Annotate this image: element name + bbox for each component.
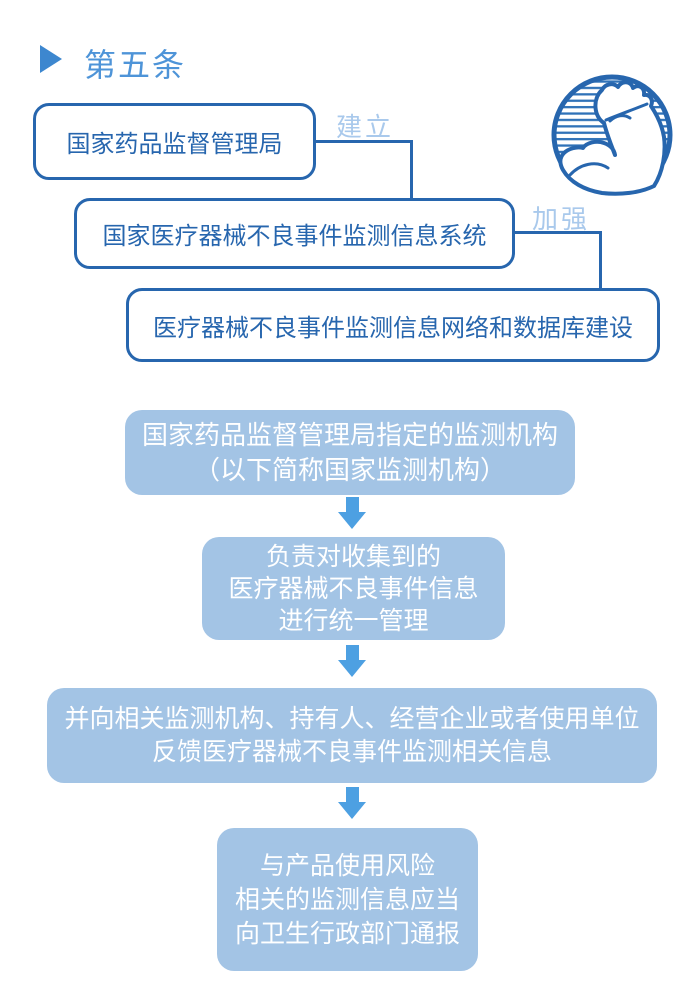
flow-step-notify-health-authority: 与产品使用风险 相关的监测信息应当 向卫生行政部门通报	[217, 828, 478, 971]
flow-step-text: 并向相关监测机构、持有人、经营企业或者使用单位	[64, 704, 640, 733]
org-box-nmpa: 国家药品监督管理局	[33, 103, 316, 180]
flow-step-feedback: 并向相关监测机构、持有人、经营企业或者使用单位 反馈医疗器械不良事件监测相关信息	[47, 688, 657, 783]
flow-step-unified-management: 负责对收集到的 医疗器械不良事件信息 进行统一管理	[202, 537, 505, 640]
flow-step-text: 向卫生行政部门通报	[234, 919, 460, 948]
flow-step-text: 国家药品监督管理局指定的监测机构	[141, 419, 558, 450]
flow-step-text: 负责对收集到的	[265, 542, 441, 571]
flow-step-text: 反馈医疗器械不良事件监测相关信息	[151, 737, 552, 766]
flow-step-text: （以下简称国家监测机构）	[193, 454, 506, 485]
flow-step-text: 与产品使用风险	[259, 851, 435, 880]
down-arrow-icon	[338, 497, 366, 529]
connector-line-establish-vertical	[410, 140, 413, 200]
connector-label-strengthen: 加强	[532, 204, 591, 234]
down-arrow-icon	[338, 787, 366, 819]
flow-step-designated-agency: 国家药品监督管理局指定的监测机构 （以下简称国家监测机构）	[125, 410, 575, 495]
flexed-bicep-strength-icon	[551, 74, 673, 196]
flow-step-text: 医疗器械不良事件信息	[228, 574, 479, 603]
section-title: 第五条	[84, 47, 187, 83]
flow-step-text: 相关的监测信息应当	[234, 885, 460, 914]
connector-line-strengthen-horizontal	[513, 231, 602, 234]
connector-line-establish-horizontal	[316, 140, 413, 143]
connector-label-establish: 建立	[336, 112, 395, 142]
flow-step-text: 进行统一管理	[278, 606, 429, 635]
org-box-monitoring-info-system: 国家医疗器械不良事件监测信息系统	[74, 198, 515, 269]
connector-line-strengthen-vertical	[599, 231, 602, 290]
triangle-bullet-icon	[40, 45, 62, 73]
org-box-network-database: 医疗器械不良事件监测信息网络和数据库建设	[126, 288, 660, 362]
down-arrow-icon	[338, 645, 366, 677]
